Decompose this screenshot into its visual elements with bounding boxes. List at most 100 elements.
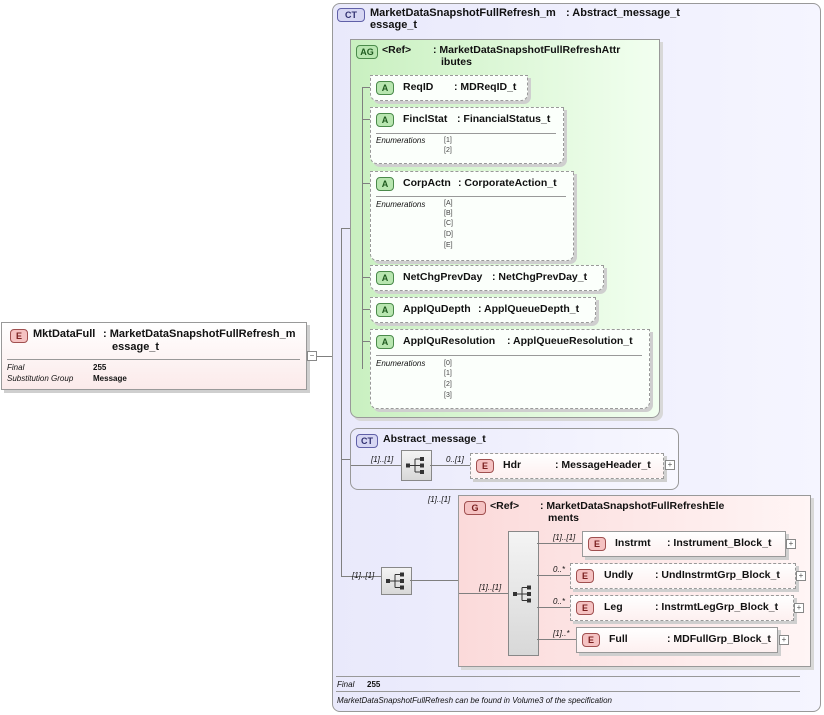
footer-final-label: Final — [337, 680, 355, 689]
prop-label-final: Final — [7, 363, 25, 372]
attribute-badge: A — [376, 113, 394, 127]
attribute-badge: A — [376, 81, 394, 95]
footer-final-value: 255 — [367, 680, 381, 689]
element-badge: E — [582, 633, 600, 647]
attribute-corpactn[interactable]: A CorpActn : CorporateAction_t Enumerati… — [370, 171, 574, 261]
element-type: : InstrmtLegGrp_Block_t — [655, 601, 779, 613]
attribute-name: FinclStat — [403, 113, 448, 125]
attribute-applquresolution[interactable]: A ApplQuResolution : ApplQueueResolution… — [370, 329, 650, 409]
element-name: Leg — [604, 601, 623, 613]
attribute-name: ApplQuResolution — [403, 335, 496, 347]
element-badge: E — [10, 329, 28, 343]
attribute-type: : FinancialStatus_t — [457, 113, 551, 125]
enumerations-label: Enumerations — [376, 200, 426, 209]
group-ref: <Ref> — [490, 500, 520, 512]
attribute-name: CorpActn — [403, 177, 451, 189]
attribute-badge: A — [376, 303, 394, 317]
attribute-name: ApplQuDepth — [403, 303, 471, 315]
expand-toggle[interactable]: + — [786, 539, 796, 549]
element-leg[interactable]: E Leg : InstrmtLegGrp_Block_t — [570, 595, 794, 621]
element-badge: E — [588, 537, 606, 551]
enum-value: [D] — [444, 231, 453, 238]
element-badge: E — [576, 601, 594, 615]
group-multiplicity: [1]..[1] — [428, 495, 451, 504]
attribute-badge: A — [376, 177, 394, 191]
enum-value: [1] — [444, 370, 452, 377]
root-element-type-2: essage_t — [112, 341, 160, 353]
sequence-compositor — [508, 531, 539, 656]
attribute-reqid[interactable]: A ReqID : MDReqID_t — [370, 75, 528, 101]
enum-value: [1] — [444, 137, 452, 144]
element-multiplicity: [1]..* — [553, 629, 570, 638]
element-instrmt[interactable]: E Instrmt : Instrument_Block_t — [582, 531, 786, 557]
root-element-name: MktDataFull — [33, 328, 96, 340]
element-multiplicity: [1]..[1] — [553, 533, 576, 542]
expand-toggle[interactable]: + — [796, 571, 806, 581]
attribute-name: ReqID — [403, 81, 434, 93]
enum-value: [2] — [444, 147, 452, 154]
group-type-2: ments — [548, 512, 579, 524]
prop-value-substitution: Message — [93, 374, 127, 383]
element-name: Hdr — [503, 459, 522, 471]
group-type-1: : MarketDataSnapshotFullRefreshEle — [540, 500, 725, 512]
element-name: Instrmt — [615, 537, 651, 549]
root-element-box[interactable]: E MktDataFull : MarketDataSnapshotFullRe… — [1, 322, 307, 390]
attribute-finclstat[interactable]: A FinclStat : FinancialStatus_t Enumerat… — [370, 107, 564, 164]
enum-value: [0] — [444, 360, 452, 367]
attribute-badge: A — [376, 271, 394, 285]
sequence-compositor — [381, 567, 412, 595]
sequence-compositor — [401, 450, 432, 481]
attribute-type: : MDReqID_t — [454, 81, 517, 93]
sequence-icon — [513, 585, 531, 603]
enum-value: [3] — [444, 392, 452, 399]
attribute-group-type-1: : MarketDataSnapshotFullRefreshAttr — [433, 44, 621, 56]
attribute-type: : ApplQueueResolution_t — [507, 335, 633, 347]
attribute-group-type-2: ibutes — [441, 56, 472, 68]
element-type: : UndInstrmtGrp_Block_t — [655, 569, 780, 581]
element-type: : MDFullGrp_Block_t — [667, 633, 771, 645]
attribute-type: : NetChgPrevDay_t — [492, 271, 588, 283]
attribute-type: : ApplQueueDepth_t — [478, 303, 580, 315]
complex-type-name-1: MarketDataSnapshotFullRefresh_m — [370, 7, 556, 19]
complex-type-badge: CT — [337, 8, 365, 22]
prop-value-final: 255 — [93, 363, 107, 372]
element-name: Full — [609, 633, 628, 645]
attribute-group-ref: <Ref> — [382, 44, 412, 56]
expand-toggle[interactable]: + — [779, 635, 789, 645]
complex-type-base: : Abstract_message_t — [566, 7, 680, 19]
element-full[interactable]: E Full : MDFullGrp_Block_t — [576, 627, 778, 653]
sequence-icon — [386, 572, 404, 590]
element-multiplicity: 0..* — [553, 565, 566, 574]
expand-toggle[interactable]: + — [794, 603, 804, 613]
attribute-name: NetChgPrevDay — [403, 271, 483, 283]
element-badge: E — [576, 569, 594, 583]
abstract-badge: CT — [356, 434, 378, 448]
hdr-multiplicity: 0..[1] — [446, 455, 464, 464]
element-undly[interactable]: E Undly : UndInstrmtGrp_Block_t — [570, 563, 796, 589]
element-badge: E — [476, 459, 494, 473]
attribute-group-badge: AG — [356, 45, 378, 59]
complex-type-name-2: essage_t — [370, 19, 418, 31]
element-name: Undly — [604, 569, 634, 581]
sequence-icon — [406, 457, 424, 474]
attribute-applqudepth[interactable]: A ApplQuDepth : ApplQueueDepth_t — [370, 297, 596, 323]
abstract-seq-multiplicity: [1]..[1] — [371, 455, 394, 464]
attribute-netchgprevday[interactable]: A NetChgPrevDay : NetChgPrevDay_t — [370, 265, 604, 291]
enumerations-label: Enumerations — [376, 359, 426, 368]
enumerations-label: Enumerations — [376, 136, 426, 145]
enum-value: [B] — [444, 210, 453, 217]
outer-seq-multiplicity: [1]..[1] — [352, 571, 375, 580]
expand-toggle[interactable]: + — [665, 460, 675, 470]
abstract-name: Abstract_message_t — [383, 433, 486, 445]
collapse-toggle[interactable]: − — [307, 351, 317, 361]
attribute-badge: A — [376, 335, 394, 349]
group-seq-multiplicity: [1]..[1] — [479, 583, 502, 592]
attribute-type: : CorporateAction_t — [458, 177, 557, 189]
enum-value: [C] — [444, 220, 453, 227]
element-hdr[interactable]: E Hdr : MessageHeader_t — [470, 453, 664, 479]
enum-value: [2] — [444, 381, 452, 388]
element-type: : MessageHeader_t — [555, 459, 651, 471]
enum-value: [E] — [444, 242, 453, 249]
root-element-type-1: : MarketDataSnapshotFullRefresh_m — [103, 328, 296, 340]
enum-value: [A] — [444, 200, 453, 207]
